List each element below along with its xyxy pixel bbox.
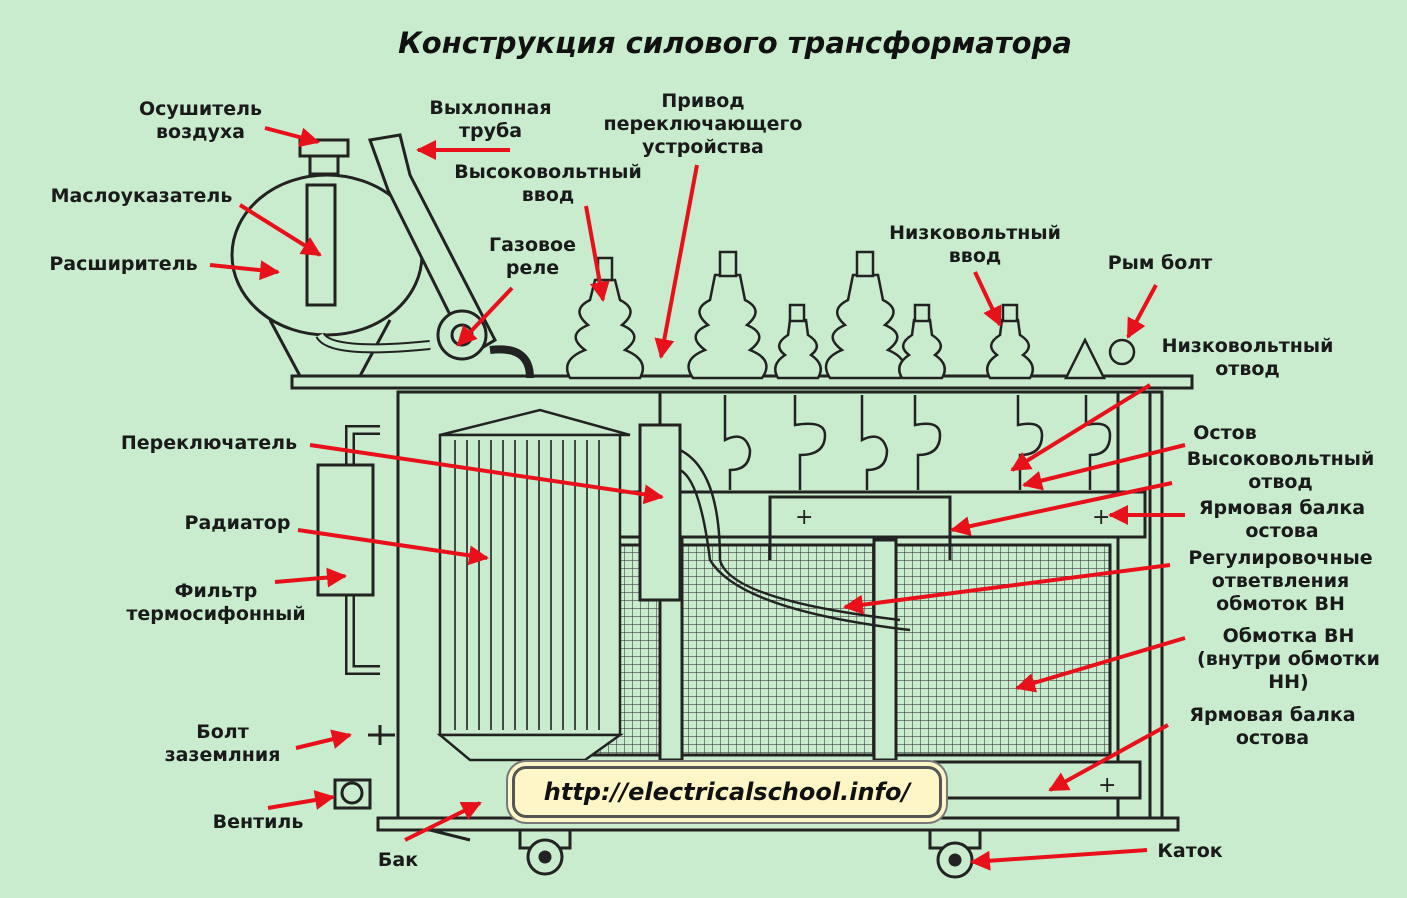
source-url-banner: http://electricalschool.info/ bbox=[512, 766, 942, 818]
label-tap-switch: Переключатель bbox=[120, 432, 298, 454]
label-conservator: Расширитель bbox=[49, 253, 198, 275]
svg-text:+: + bbox=[795, 505, 813, 530]
radiator bbox=[436, 408, 631, 762]
wheels bbox=[518, 828, 982, 879]
label-valve: Вентиль bbox=[212, 811, 304, 833]
pointer-arrows bbox=[209, 126, 1186, 871]
source-url: http://electricalschool.info/ bbox=[543, 778, 911, 806]
exhaust-pipe bbox=[367, 133, 534, 379]
lead-wires bbox=[723, 395, 1112, 490]
bushings bbox=[565, 250, 1136, 380]
label-tank: Бак bbox=[377, 849, 419, 871]
svg-text:+: + bbox=[1092, 505, 1110, 530]
diagram-title: Конструкция силового трансформатора bbox=[398, 26, 1072, 60]
label-eye-bolt: Рым болт bbox=[1107, 252, 1213, 274]
label-core-frame: Остов bbox=[1193, 422, 1257, 444]
label-wheel: Каток bbox=[1157, 840, 1223, 862]
core-and-winding: + + + bbox=[588, 490, 1147, 800]
label-radiator: Радиатор bbox=[184, 512, 291, 534]
switch bbox=[638, 392, 911, 632]
label-oil-gauge: Маслоуказатель bbox=[50, 185, 233, 207]
svg-text:+: + bbox=[1098, 773, 1116, 798]
